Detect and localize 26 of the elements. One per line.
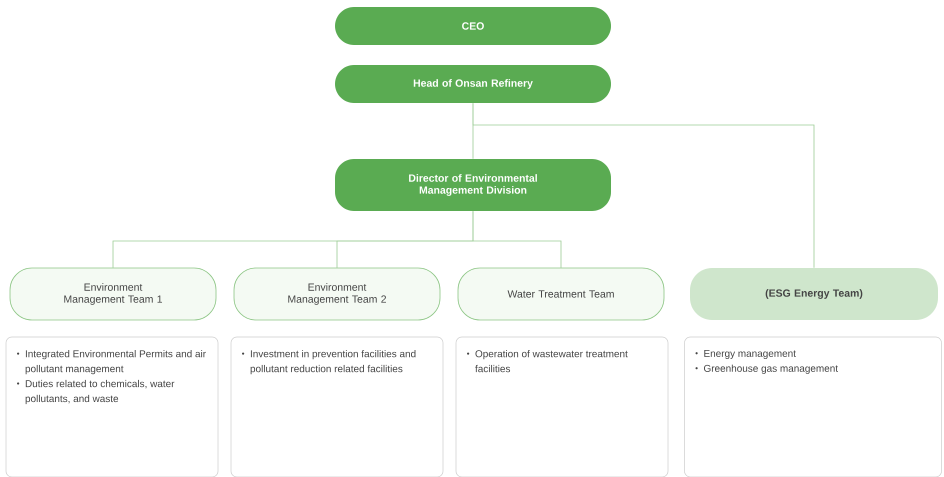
connector-line [472, 102, 814, 268]
duty-box [456, 336, 668, 477]
list-item: Integrated Environmental Permits and air pollutant management [17, 350, 206, 374]
box-label: Director of Environmental Management Division [409, 174, 537, 196]
duty-box [684, 336, 942, 477]
list-item: Investment in prevention facilities and pollutant reduction related facilities [242, 350, 416, 374]
team-box [690, 268, 938, 320]
team-box [458, 268, 664, 320]
list-item: Energy management [696, 350, 796, 359]
duty-box [6, 336, 218, 477]
connector-line [472, 210, 562, 268]
box-label: Environment Management Team 2 [288, 283, 386, 305]
team-box [234, 268, 440, 320]
list-item: Greenhouse gas management [696, 364, 838, 374]
pill-box [335, 7, 611, 45]
pill-box [335, 65, 611, 103]
box-label: CEO [462, 22, 484, 30]
box-label: Water Treatment Team [508, 290, 614, 298]
list-item: Duties related to chemicals, water pollutants, and waste [17, 380, 174, 404]
box-label: Head of Onsan Refinery [414, 79, 533, 89]
list-item: Operation of wastewater treatment facilities [467, 350, 628, 372]
pill-box [335, 159, 611, 211]
box-label: (ESG Energy Team) [766, 289, 862, 299]
duty-box [230, 336, 444, 477]
box-label: Environment Management Team 1 [64, 283, 162, 305]
team-box [10, 268, 216, 320]
